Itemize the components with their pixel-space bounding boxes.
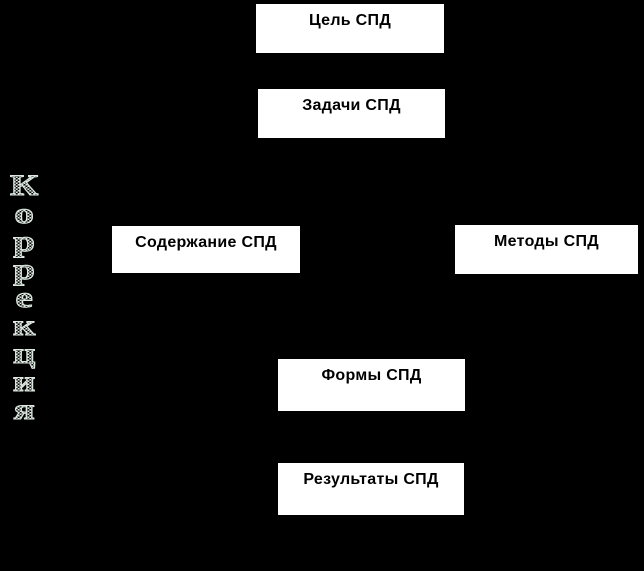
box-tasks-spd-label: Задачи СПД	[302, 97, 401, 114]
box-forms-spd-label: Формы СПД	[321, 367, 422, 384]
box-content-spd: Содержание СПД	[112, 226, 300, 273]
box-results-spd: Результаты СПД	[278, 463, 464, 515]
box-tasks-spd: Задачи СПД	[258, 89, 445, 138]
box-methods-spd-label: Методы СПД	[494, 233, 599, 250]
box-goal-spd-label: Цель СПД	[308, 12, 392, 29]
box-results-spd-label: Результаты СПД	[303, 471, 439, 488]
box-methods-spd: Методы СПД	[455, 225, 638, 274]
correction-vertical-label: Коррекция	[2, 169, 46, 422]
box-forms-spd: Формы СПД	[278, 359, 465, 411]
box-content-spd-label: Содержание СПД	[135, 234, 277, 251]
box-goal-spd: Цель СПД	[256, 4, 444, 53]
